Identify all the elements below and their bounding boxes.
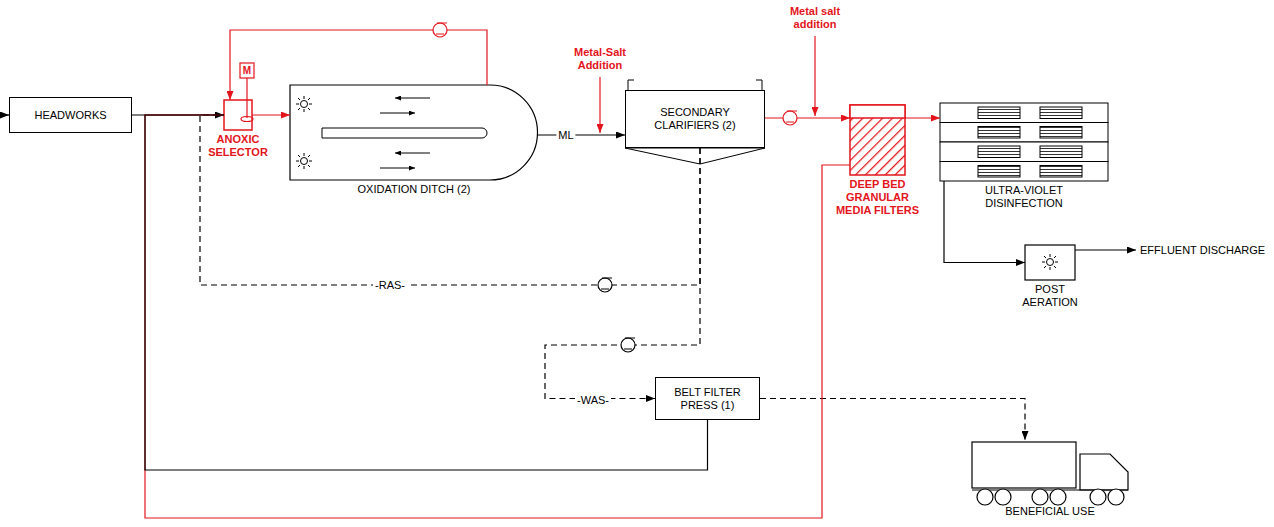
process-unit: ULTRA-VIOLET DISINFECTION — [940, 103, 1108, 181]
node-label: OXIDATION DITCH (2) — [329, 183, 499, 196]
node-label: BENEFICIAL USE — [980, 505, 1120, 518]
node-label: POST AERATION — [1014, 283, 1086, 309]
flow-line — [145, 115, 850, 518]
flow-line — [252, 114, 290, 115]
edge-label: ML — [556, 129, 575, 141]
clarifier-hopper — [625, 148, 765, 164]
flow-line — [230, 30, 487, 100]
process-box: HEADWORKS — [9, 97, 132, 133]
chemical-label: Metal salt addition — [777, 5, 853, 31]
aerator — [296, 96, 312, 112]
flow-line — [760, 399, 1025, 441]
process-box: SECONDARY CLARIFIERS (2) — [625, 90, 765, 148]
pump — [783, 111, 797, 125]
mixer-motor — [240, 63, 254, 78]
mixer-shaft — [246, 78, 247, 118]
truck — [972, 442, 1128, 505]
effluent-arrow — [1075, 249, 1136, 250]
node-label: DEEP BED GRANULAR MEDIA FILTERS — [831, 178, 925, 217]
ditch-outline — [290, 85, 538, 180]
motor-label: M — [240, 64, 254, 77]
clarifier-weir — [628, 80, 762, 90]
flow-arrows — [380, 98, 430, 168]
selector-tank — [224, 100, 252, 130]
node-label: ANOXIC SELECTOR — [201, 133, 275, 159]
edge-label: -RAS- — [373, 279, 407, 291]
mixer-impeller — [241, 117, 253, 122]
flow-line — [145, 115, 708, 470]
node-label: ULTRA-VIOLET DISINFECTION — [968, 184, 1080, 210]
flow-line — [545, 148, 700, 399]
filter-top — [850, 105, 905, 118]
ditch-wall — [322, 128, 487, 138]
node-label: HEADWORKS — [34, 109, 106, 122]
process-unit: BENEFICIAL USE — [970, 440, 1130, 502]
pump — [621, 338, 635, 352]
process-unit: DEEP BED GRANULAR MEDIA FILTERS — [850, 105, 905, 175]
edge-label: -WAS- — [575, 394, 611, 406]
node-label: BELT FILTER PRESS (1) — [660, 386, 755, 412]
filter-media — [850, 105, 905, 175]
chemical-label: Metal-Salt Addition — [562, 46, 638, 72]
post-aeration-tank — [1025, 245, 1075, 280]
outlet-label: EFFLUENT DISCHARGE — [1140, 244, 1272, 257]
process-box: BELT FILTER PRESS (1) — [655, 377, 760, 420]
influent-arrow — [0, 114, 9, 115]
process-unit: OXIDATION DITCH (2) — [290, 85, 538, 180]
node-label: SECONDARY CLARIFIERS (2) — [630, 106, 760, 132]
flow-line — [537, 134, 625, 135]
pump — [433, 23, 447, 37]
pump — [598, 278, 612, 292]
process-unit: POST AERATION — [1025, 245, 1075, 280]
flow-line — [765, 117, 850, 118]
chemical-feed-arrow — [599, 77, 600, 133]
process-unit: ANOXIC SELECTOR — [224, 100, 252, 130]
uv-channels — [940, 103, 1108, 181]
flow-line — [905, 117, 940, 118]
aerator — [296, 153, 312, 169]
aerator — [1042, 254, 1058, 270]
chemical-feed-arrow — [814, 36, 815, 116]
